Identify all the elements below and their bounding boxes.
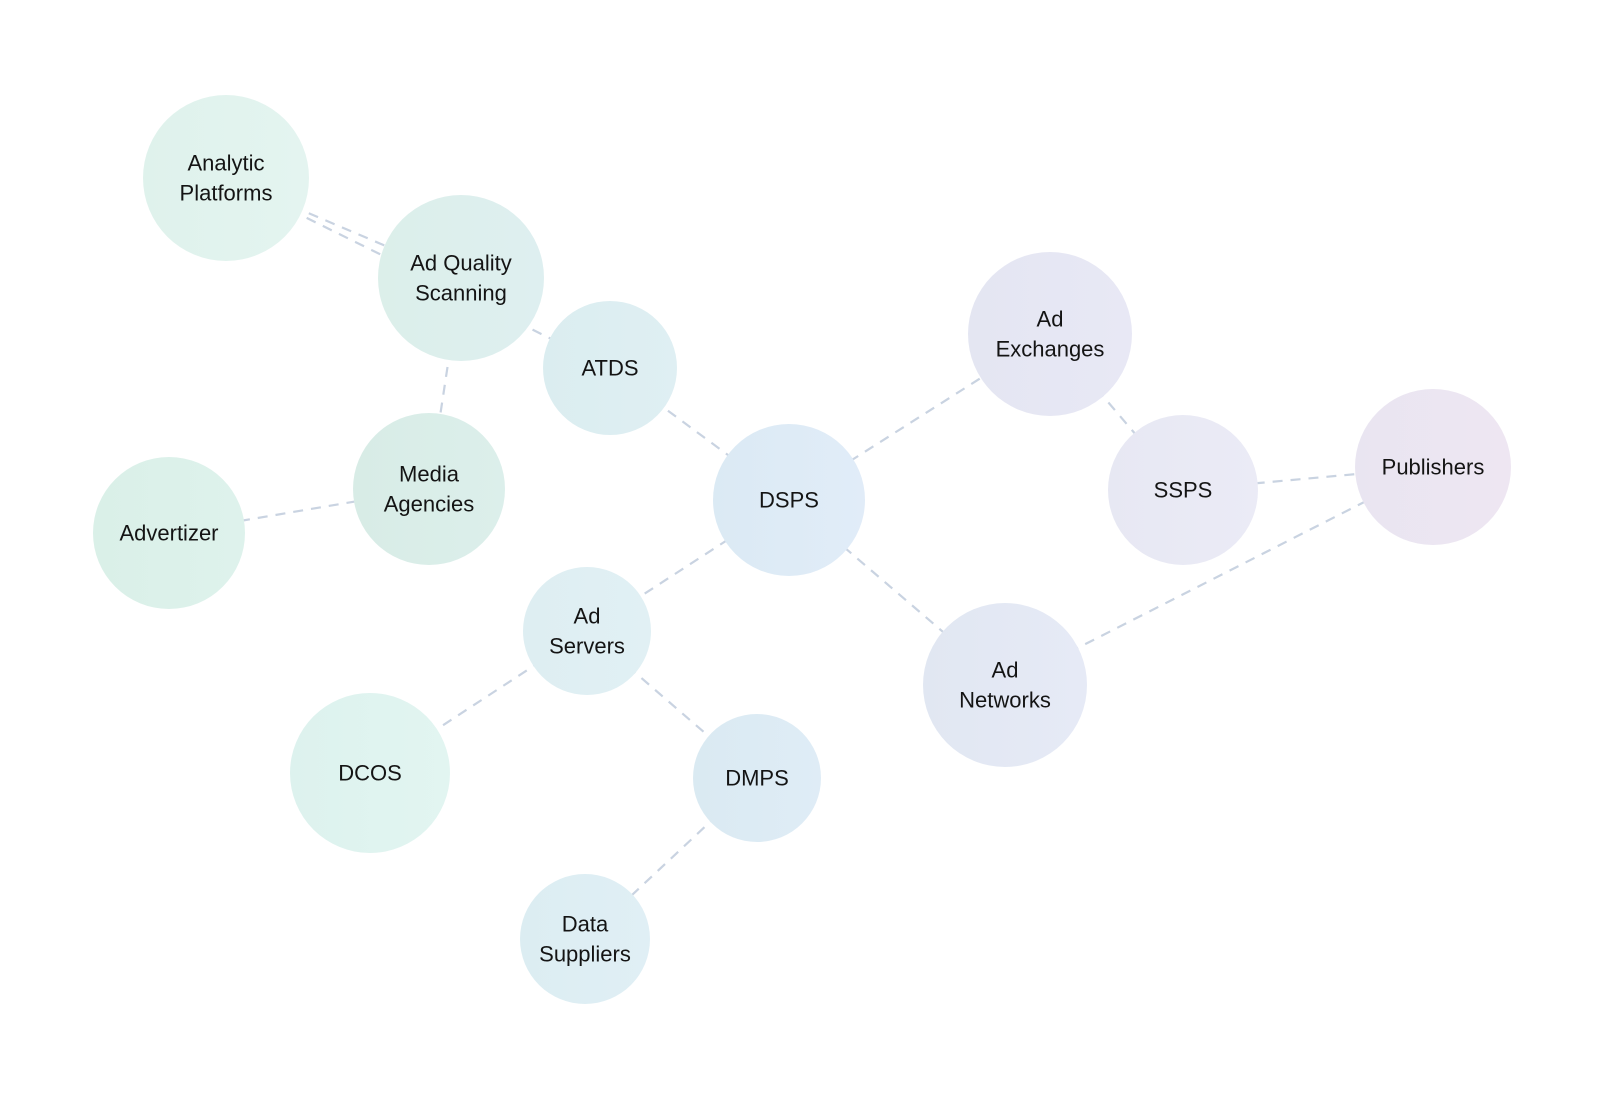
dsps-circle[interactable] (713, 424, 865, 576)
node-ssps[interactable]: SSPS (1108, 415, 1258, 565)
node-dcos[interactable]: DCOS (290, 693, 450, 853)
advertizer-circle[interactable] (93, 457, 245, 609)
analytic-platforms-circle[interactable] (143, 95, 309, 261)
publishers-circle[interactable] (1355, 389, 1511, 545)
dmps-circle[interactable] (693, 714, 821, 842)
ad-exchanges-circle[interactable] (968, 252, 1132, 416)
atds-circle[interactable] (543, 301, 677, 435)
data-suppliers-circle[interactable] (520, 874, 650, 1004)
media-agencies-circle[interactable] (353, 413, 505, 565)
node-dsps[interactable]: DSPS (713, 424, 865, 576)
node-publishers[interactable]: Publishers (1355, 389, 1511, 545)
node-atds[interactable]: ATDS (543, 301, 677, 435)
ad-quality-scanning-circle[interactable] (378, 195, 544, 361)
node-dmps[interactable]: DMPS (693, 714, 821, 842)
ad-networks-circle[interactable] (923, 603, 1087, 767)
ad-servers-circle[interactable] (523, 567, 651, 695)
node-advertizer[interactable]: Advertizer (93, 457, 245, 609)
ssps-circle[interactable] (1108, 415, 1258, 565)
dcos-circle[interactable] (290, 693, 450, 853)
